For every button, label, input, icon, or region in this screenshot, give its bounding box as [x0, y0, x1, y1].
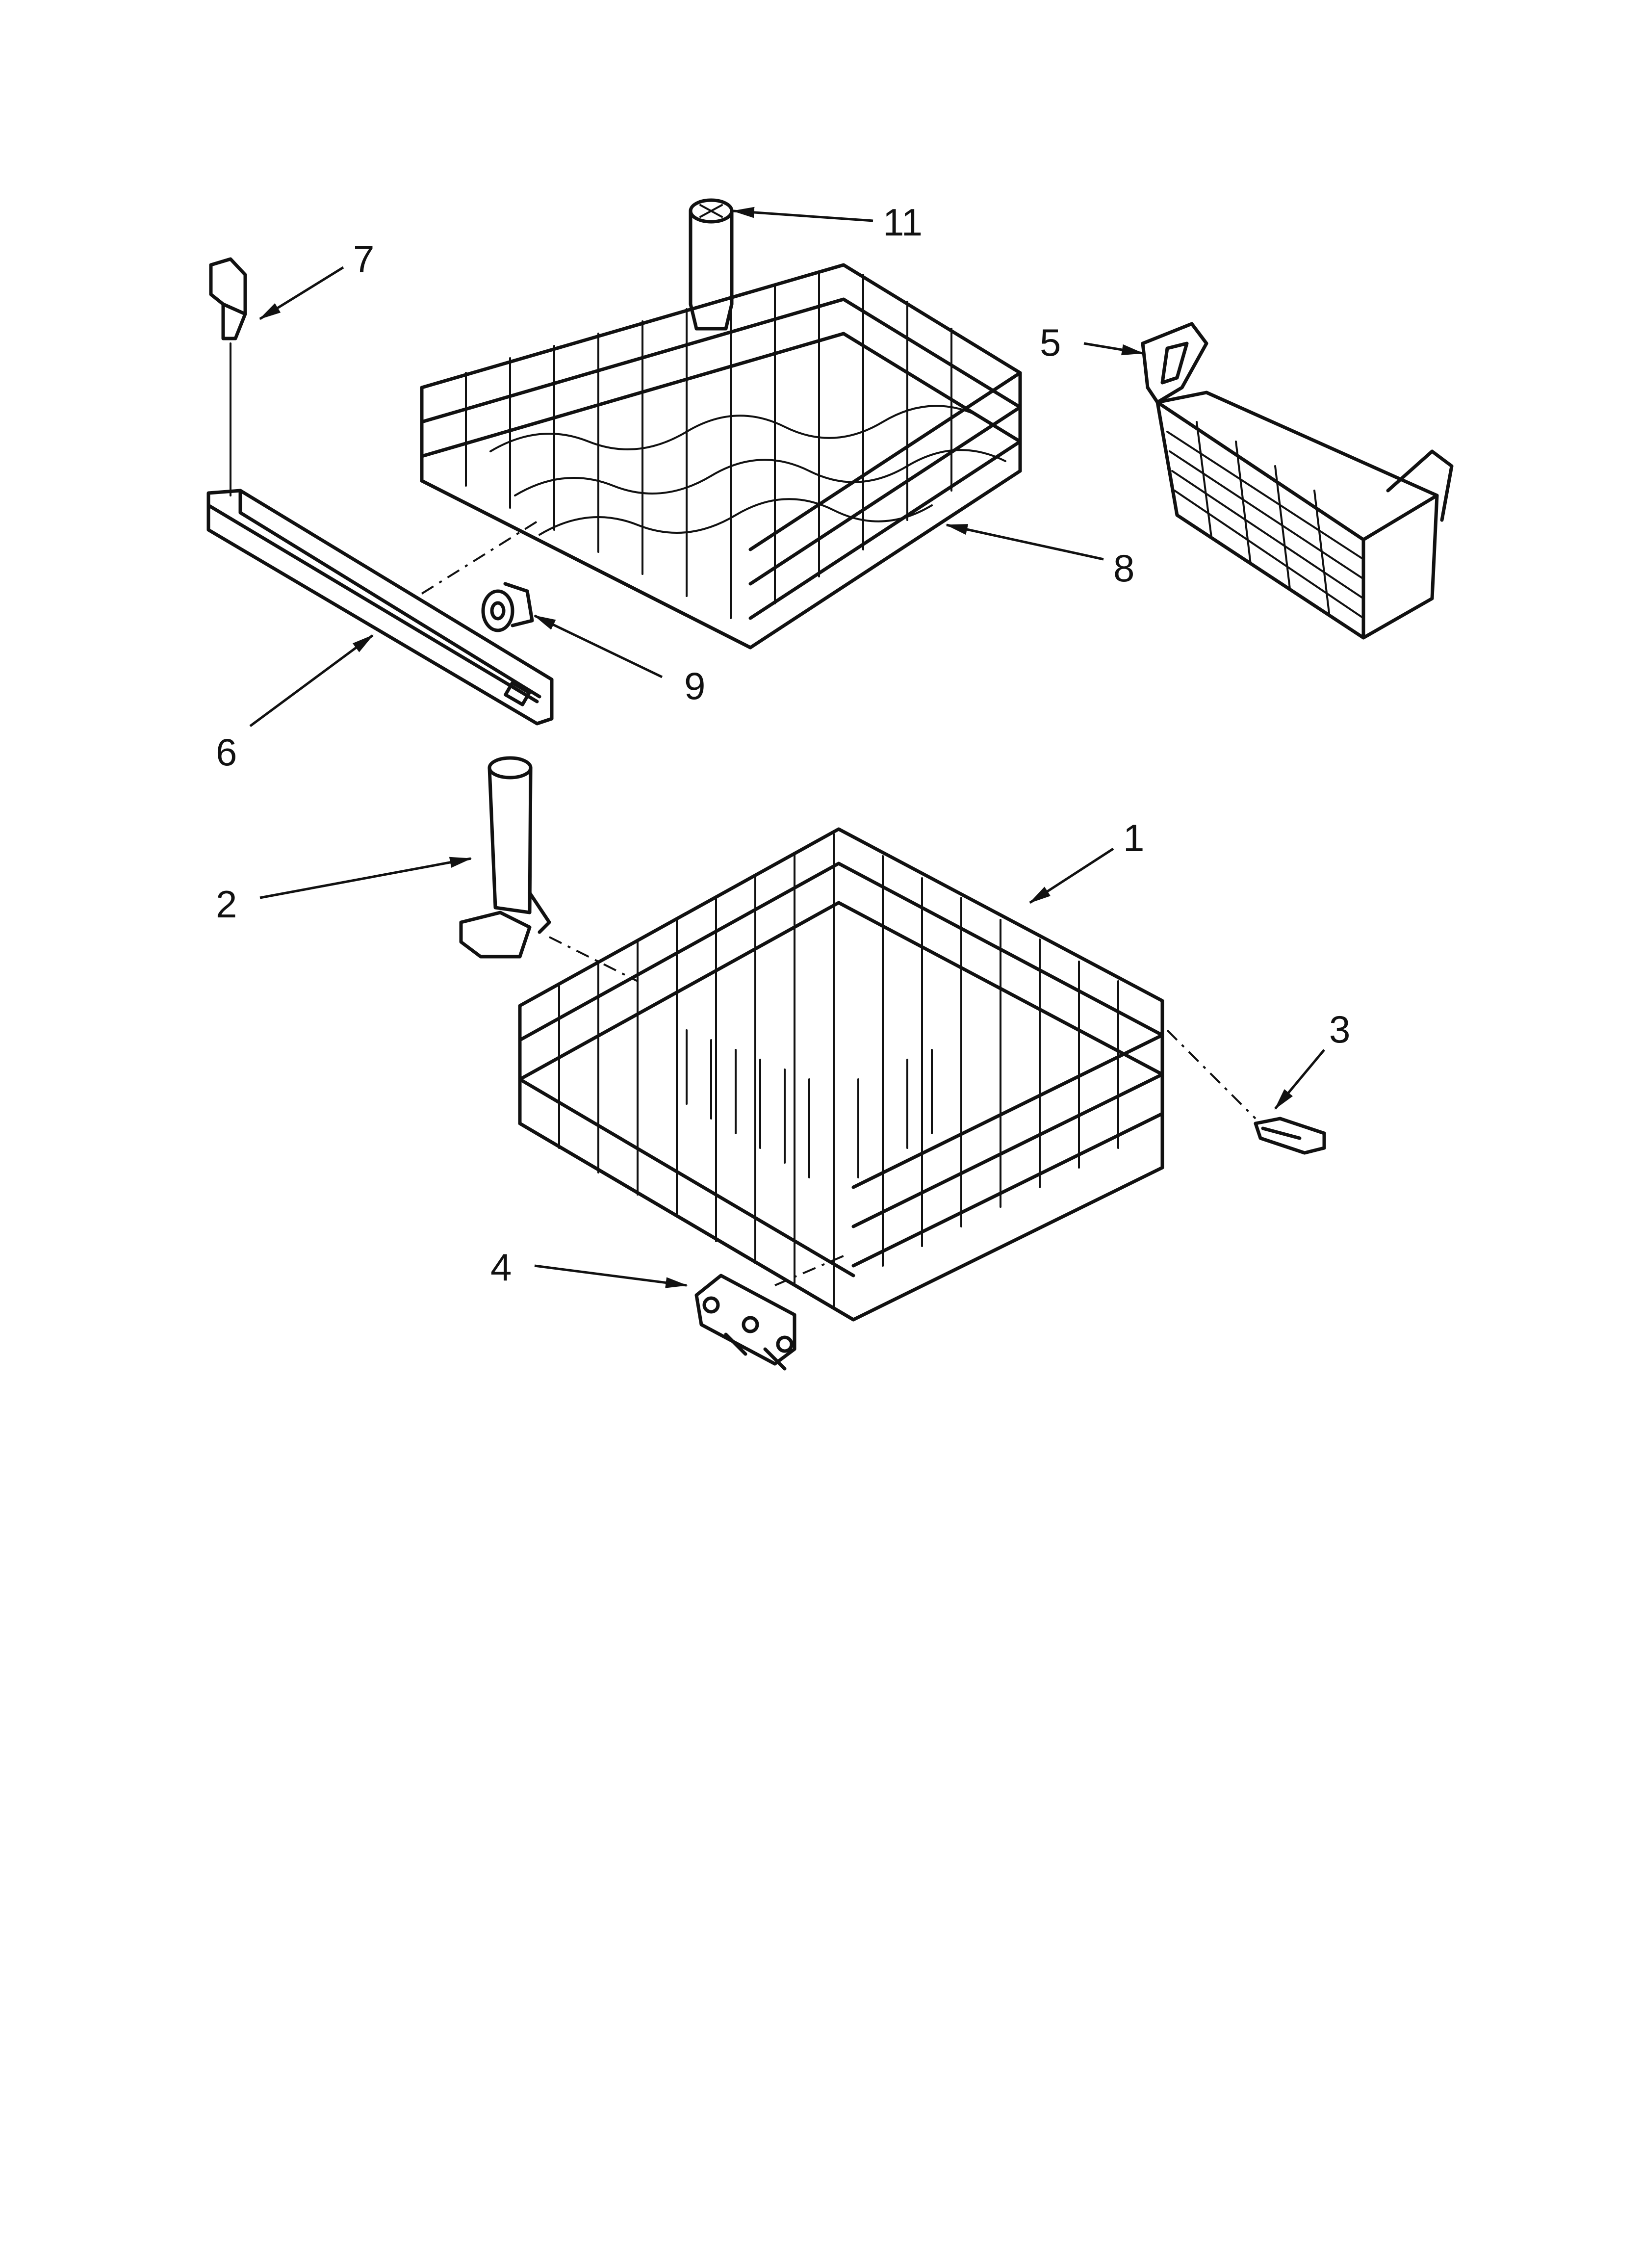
callout-2: 2	[216, 883, 237, 926]
lower-spray-tower-part[interactable]	[459, 756, 551, 959]
rack-bumper-clip-part[interactable]	[1254, 1117, 1326, 1155]
upper-spray-tower-part[interactable]	[689, 198, 734, 331]
callout-9: 9	[684, 664, 705, 707]
silverware-basket-part[interactable]	[1141, 322, 1454, 640]
rack-bumper-clip-guide	[1166, 1029, 1257, 1120]
basket-grid	[1166, 421, 1364, 619]
leader-3	[1274, 1049, 1325, 1110]
upper-rack-wheel-part[interactable]	[481, 582, 534, 632]
leader-9	[533, 614, 663, 678]
leader-8	[945, 523, 1104, 561]
leader-lines	[249, 207, 1325, 1288]
leader-11	[732, 207, 873, 222]
lower-rack-part[interactable]	[518, 827, 1164, 1322]
upper-rack-part[interactable]	[420, 263, 1022, 650]
callout-5: 5	[1040, 321, 1061, 364]
track-end-cap-part[interactable]	[209, 257, 247, 496]
leader-5	[1083, 342, 1144, 356]
callout-1: 1	[1123, 816, 1144, 860]
lower-rack-tines	[558, 833, 1119, 1308]
lower-rack-wheel-assembly-part[interactable]	[694, 1274, 796, 1371]
callout-7: 7	[353, 237, 374, 281]
leader-4	[534, 1264, 688, 1288]
callout-6: 6	[216, 730, 237, 774]
upper-rack-wheel-guide	[421, 519, 540, 595]
leader-7	[259, 266, 344, 320]
callout-8: 8	[1113, 547, 1134, 590]
callout-3: 3	[1329, 1008, 1350, 1051]
upper-rack-tines	[465, 271, 1006, 619]
leader-6	[249, 634, 374, 728]
callout-4: 4	[490, 1246, 512, 1289]
lower-rack-wheel-guide	[774, 1255, 844, 1286]
callout-labels: 1 2 3 4 5 6 7 8 9 11	[216, 201, 1350, 1289]
rack-track-rail-part[interactable]	[206, 489, 554, 726]
leader-1	[1029, 847, 1114, 904]
callout-11: 11	[883, 201, 923, 244]
leader-2	[259, 857, 472, 899]
lower-spray-tower-guide	[549, 936, 638, 982]
